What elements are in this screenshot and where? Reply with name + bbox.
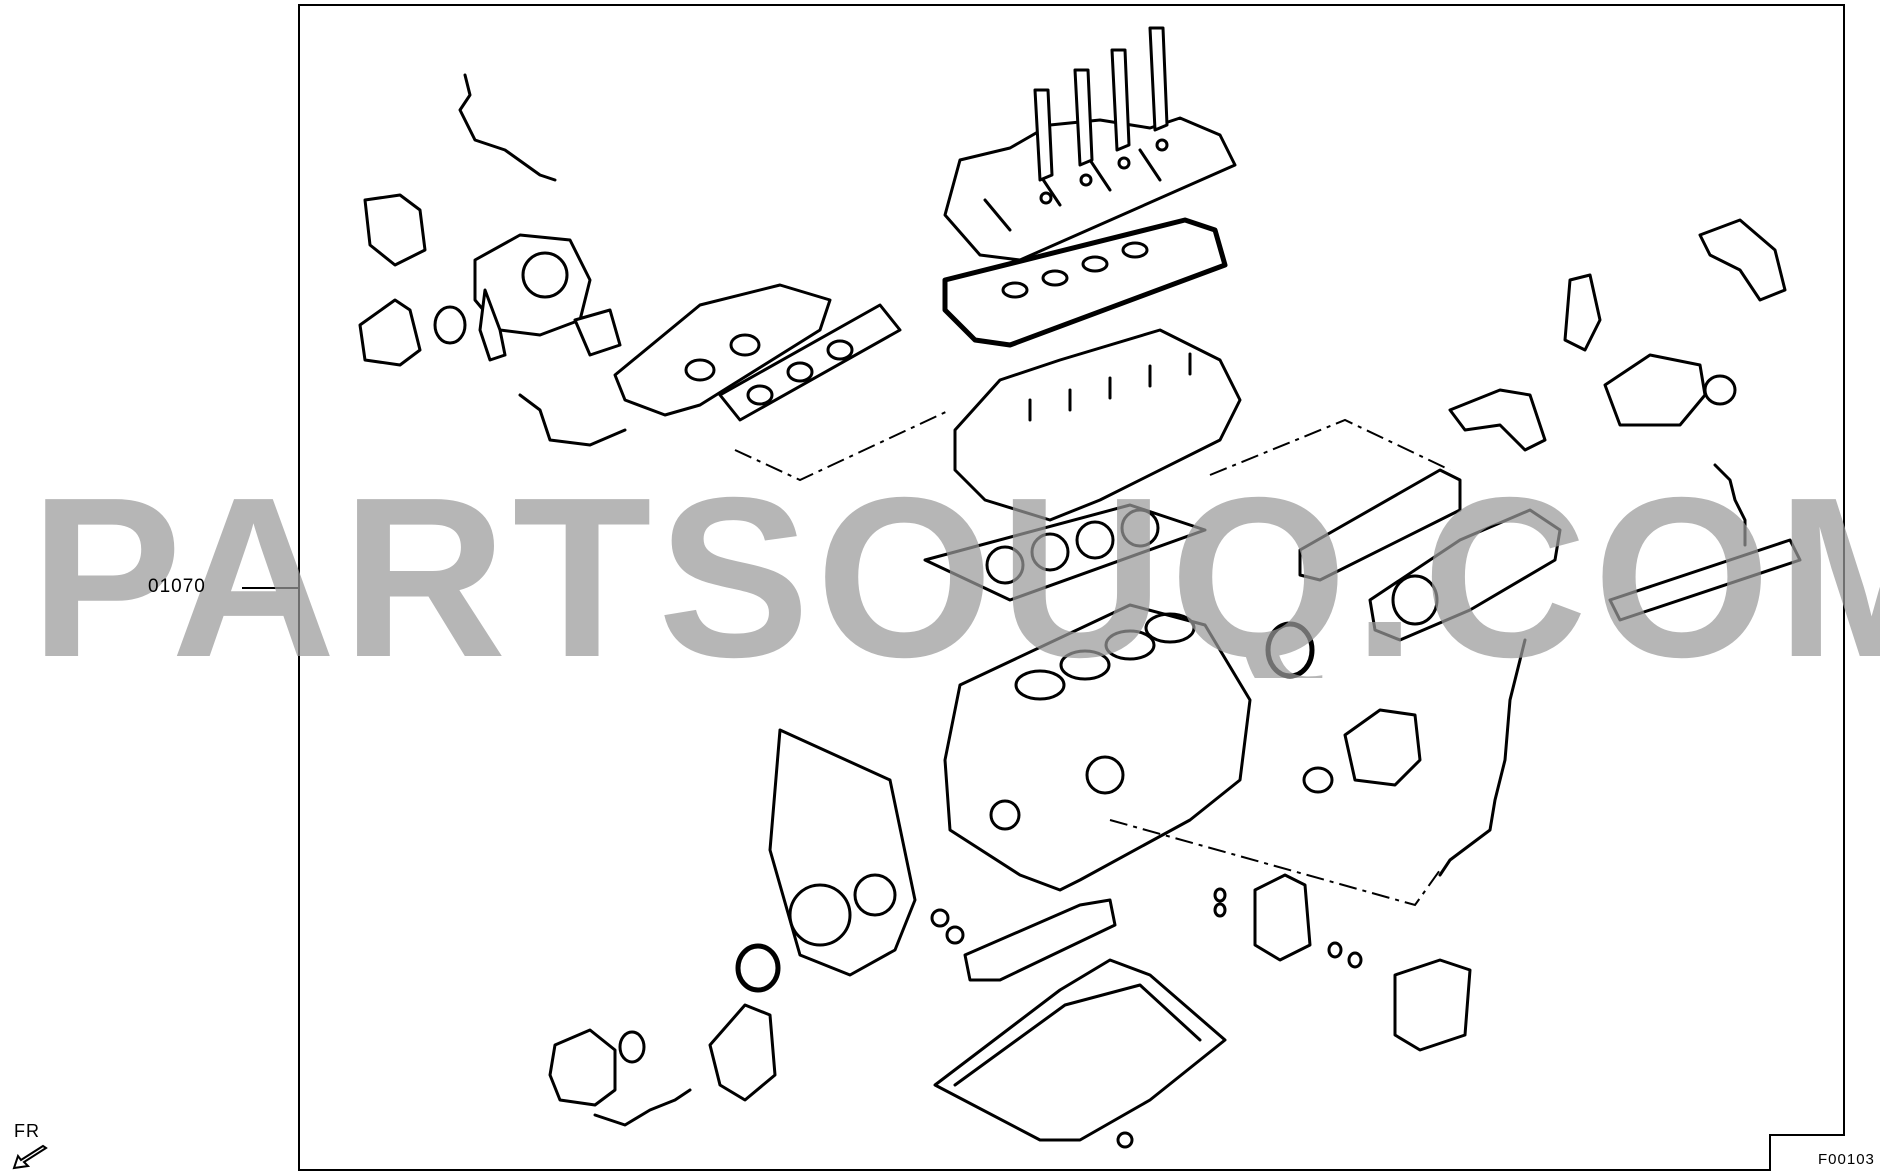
oil-level-sensor-wire — [593, 1088, 692, 1127]
oil-pan — [933, 958, 1227, 1142]
exhaust-manifold-gasket — [718, 303, 902, 422]
egr-valve-gasket — [1563, 273, 1602, 352]
front-direction-arrow-icon — [12, 1144, 48, 1170]
egr-cooler — [1603, 353, 1707, 427]
timing-chain-tensioner-housing — [1253, 873, 1312, 962]
front-crank-oil-seal — [735, 943, 781, 993]
turbo-oil-return-pipe — [518, 393, 627, 447]
figure-code: F00103 — [1818, 1151, 1875, 1168]
turbocharger — [473, 233, 592, 362]
egr-pipe — [1448, 388, 1547, 452]
rear-crank-oil-seal — [1265, 621, 1315, 679]
turbo-inlet-gasket — [433, 305, 467, 345]
intake-manifold-gasket — [1298, 468, 1462, 582]
turbo-heat-shield-bracket — [363, 193, 427, 267]
o-rings — [930, 887, 1363, 969]
exhaust-manifold — [613, 283, 832, 417]
water-pump — [548, 1028, 617, 1107]
cylinder-head — [953, 328, 1242, 522]
fuel-injectors — [1033, 26, 1169, 205]
fuel-pressure-sensor-wire — [1713, 463, 1747, 547]
thermostat-housing — [708, 1003, 777, 1102]
diagram-frame — [298, 4, 1845, 1171]
cylinder-block — [943, 603, 1252, 892]
intake-air-duct — [1698, 218, 1787, 302]
vacuum-pump — [1343, 708, 1422, 787]
intake-manifold — [1368, 508, 1562, 642]
part-number-callout: 01070 — [148, 576, 206, 597]
head-cover-gasket — [942, 217, 1228, 348]
front-direction-label: FR — [14, 1121, 40, 1141]
cylinder-head-gasket — [923, 503, 1207, 602]
site-watermark: PARTSOUQ.COM — [30, 478, 1880, 678]
drain-plug-washer — [1116, 1131, 1134, 1149]
common-rail — [1608, 538, 1802, 622]
timing-cover — [768, 728, 917, 977]
turbo-oil-feed-pipe — [458, 73, 557, 182]
turbo-outlet-gasket — [573, 308, 622, 357]
oil-strainer-pipe — [963, 898, 1117, 982]
assembly-reference-lines — [734, 409, 1451, 907]
oil-filter-housing — [1393, 958, 1472, 1052]
intake-pipe-elbow — [358, 298, 422, 367]
throttle-body-gasket — [1391, 574, 1439, 626]
water-pump-gasket — [618, 1030, 646, 1064]
oil-dipstick-guide — [1438, 638, 1527, 877]
vacuum-pump-gasket — [1302, 766, 1334, 794]
spark-plug-tube-seals — [1001, 241, 1149, 299]
egr-outlet-gasket — [1703, 374, 1737, 406]
